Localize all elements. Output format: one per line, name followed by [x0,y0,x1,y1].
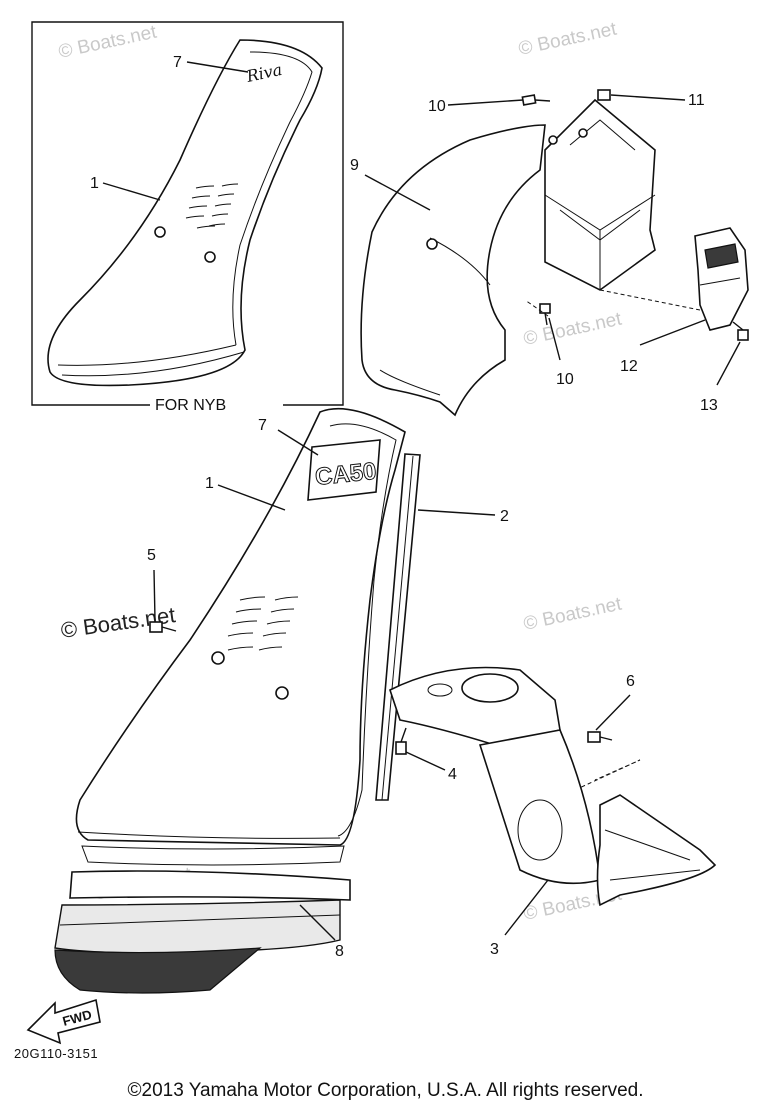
callout-2: 2 [500,508,509,525]
watermark: © Boats.net [522,594,624,635]
callout-10-lower: 10 [556,371,574,388]
nut-11 [597,89,611,101]
watermark: © Boats.net [57,22,159,63]
fwd-label: FWD [61,1007,93,1029]
drawing-code: 20G110-3151 [14,1046,99,1061]
bolt-10a [521,94,551,106]
bolt-5 [149,621,177,633]
inset-frame: FOR NYB [31,21,344,414]
lower-bracket [389,666,717,907]
callout-11: 11 [688,92,705,109]
callouts: 7 1 10 11 9 10 12 13 7 1 2 5 4 [90,54,741,960]
watermark: © Boats.net [522,309,624,350]
callout-1: 1 [205,475,214,492]
battery-band [694,227,749,331]
bolt-6 [587,731,613,743]
bolt-13 [732,321,749,341]
lower-cover [54,870,351,994]
callout-12: 12 [620,358,638,375]
callout-7: 7 [258,417,267,434]
inset-leg-shield: Riva [47,39,323,387]
callout-7-inset: 7 [173,54,182,71]
callout-1-inset: 1 [90,175,99,192]
callout-8: 8 [335,943,344,960]
callout-3: 3 [490,941,499,958]
callout-4: 4 [448,766,457,783]
leg-shield: CA50 [75,407,406,866]
edge-molding [375,453,421,801]
inset-caption: FOR NYB [155,397,226,414]
watermark: © Boats.net [517,19,619,60]
callout-10-top: 10 [428,98,446,115]
callout-13: 13 [700,397,718,414]
callout-9: 9 [350,157,359,174]
copyright-notice: ©2013 Yamaha Motor Corporation, U.S.A. A… [127,1080,644,1101]
inner-panel-assembly [360,98,656,417]
callout-5: 5 [147,547,156,564]
callout-6: 6 [626,673,635,690]
assembly-lines [524,289,701,791]
fwd-arrow: FWD [26,998,101,1045]
bolt-4 [395,727,407,755]
bolt-10b [539,303,551,326]
